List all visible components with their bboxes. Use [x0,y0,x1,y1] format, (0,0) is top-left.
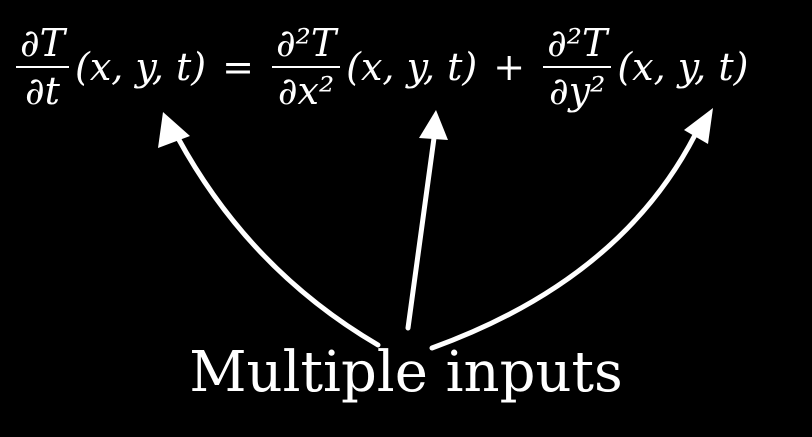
term2-numerator: ∂²T [547,21,608,65]
plus-sign: + [493,45,526,89]
arrow-left-head [158,112,190,148]
heat-equation: ∂T ∂t (x, y, t) = ∂²T ∂x² (x, y, t) + ∂²… [14,12,804,122]
term2-arguments: (x, y, t) [617,45,749,89]
lhs-arguments: (x, y, t) [75,45,207,89]
lhs-fraction: ∂T ∂t [16,24,69,110]
lhs-denominator: ∂t [25,69,60,113]
arrow-middle-shaft [405,135,437,331]
term1-numerator: ∂²T [275,21,337,65]
term1-fraction: ∂²T ∂x² [271,21,341,113]
arrow-right-head [684,108,713,144]
term2-fraction: ∂²T ∂y² [543,21,612,113]
arrow-middle-head [419,110,448,140]
equals-sign: = [222,45,254,89]
term1-arguments: (x, y, t) [346,45,478,89]
caption-text: Multiple inputs [189,340,623,405]
lhs-fraction-bar [16,66,69,68]
term2-denominator: ∂y² [549,69,606,113]
lhs-numerator: ∂T [20,21,65,65]
arrow-left-shaft [175,135,381,348]
arrow-right-shaft [429,132,698,351]
term2-fraction-bar [543,66,612,68]
term1-denominator: ∂x² [277,69,335,113]
term1-fraction-bar [271,66,341,68]
